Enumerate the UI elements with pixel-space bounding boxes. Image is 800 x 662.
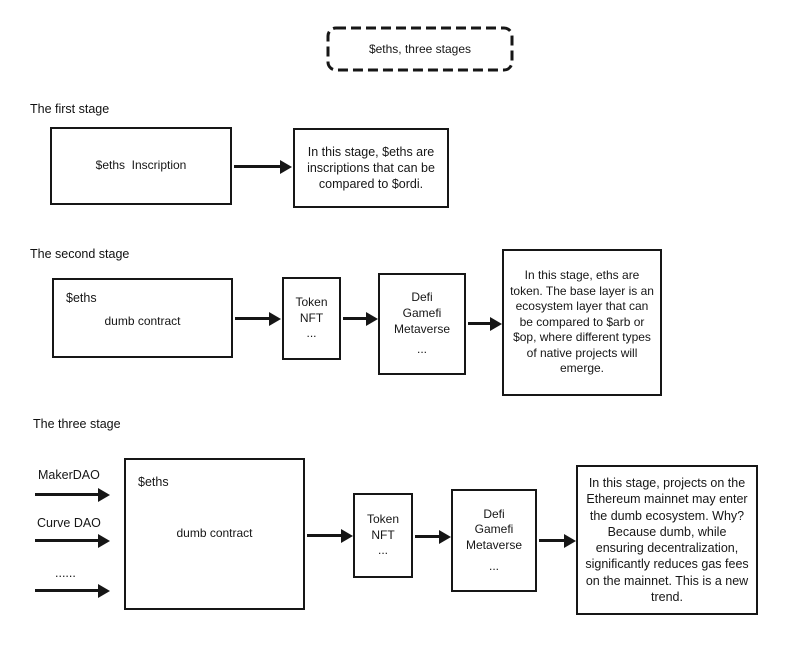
stage2-token-line: ... xyxy=(306,326,317,341)
stage1-main-box: $eths Inscription xyxy=(50,127,232,205)
stage2-main-box-tag: $eths xyxy=(66,291,97,305)
flow-arrow xyxy=(307,534,341,537)
dashed-border xyxy=(326,26,514,72)
stage2-note-text: In this stage, eths are token. The base … xyxy=(510,267,654,376)
flow-arrow xyxy=(415,535,439,538)
stage2-defi-line: Defi xyxy=(411,290,433,305)
flow-arrow xyxy=(343,317,366,320)
stage2-heading: The second stage xyxy=(30,247,130,261)
stage3-input-label-curvedao: Curve DAO xyxy=(37,516,101,530)
title-box-label: $eths, three stages xyxy=(368,42,472,56)
stage3-main-box-tag: $eths xyxy=(138,475,169,489)
stage3-token-line: NFT xyxy=(371,527,395,542)
stage3-note-text: In this stage, projects on the Ethereum … xyxy=(585,476,749,604)
stage3-token-line: ... xyxy=(377,543,388,558)
stage3-defi-box: Defi Gamefi Metaverse ... xyxy=(451,489,537,592)
input-arrow xyxy=(35,539,98,542)
stage1-main-box-label: $eths Inscription xyxy=(95,158,187,173)
flow-arrow xyxy=(235,317,269,320)
input-arrow xyxy=(35,493,98,496)
stage2-defi-box: Defi Gamefi Metaverse ... xyxy=(378,273,466,375)
stage2-token-line: Token xyxy=(295,295,328,310)
stage2-token-box: Token NFT ... xyxy=(282,277,341,360)
flow-arrow xyxy=(468,322,490,325)
stage2-main-box-label: dumb contract xyxy=(104,314,181,329)
stage3-defi-line: ... xyxy=(488,558,499,573)
stage1-heading: The first stage xyxy=(30,102,110,116)
flow-arrow xyxy=(234,165,280,168)
stage2-main-box: $eths dumb contract xyxy=(52,278,233,358)
stage1-note-box: In this stage, $eths are inscriptions th… xyxy=(293,128,449,208)
flow-arrow xyxy=(539,539,564,542)
stage3-token-line: Token xyxy=(366,512,400,527)
stage2-defi-line: Gamefi xyxy=(402,305,442,320)
stage2-defi-line: Metaverse xyxy=(393,321,451,336)
stage3-input-label-makerdao: MakerDAO xyxy=(38,468,100,482)
stage2-defi-line: ... xyxy=(416,342,427,357)
stage3-defi-line: Gamefi xyxy=(474,522,514,537)
stage1-note-text: In this stage, $eths are inscriptions th… xyxy=(307,144,435,192)
stage2-token-line: NFT xyxy=(299,310,324,325)
stage2-note-box: In this stage, eths are token. The base … xyxy=(502,249,662,396)
stage3-defi-line: Defi xyxy=(483,506,505,521)
stage3-token-box: Token NFT ... xyxy=(353,493,413,578)
stage3-note-box: In this stage, projects on the Ethereum … xyxy=(576,465,758,615)
stage3-heading: The three stage xyxy=(33,417,121,431)
title-box: $eths, three stages xyxy=(326,26,514,72)
stage3-main-box: $eths dumb contract xyxy=(124,458,305,610)
stage3-main-box-label: dumb contract xyxy=(176,526,253,541)
stage3-defi-line: Metaverse xyxy=(465,538,523,552)
input-arrow xyxy=(35,589,98,592)
stage3-input-label-ellipsis: ...... xyxy=(55,566,76,580)
